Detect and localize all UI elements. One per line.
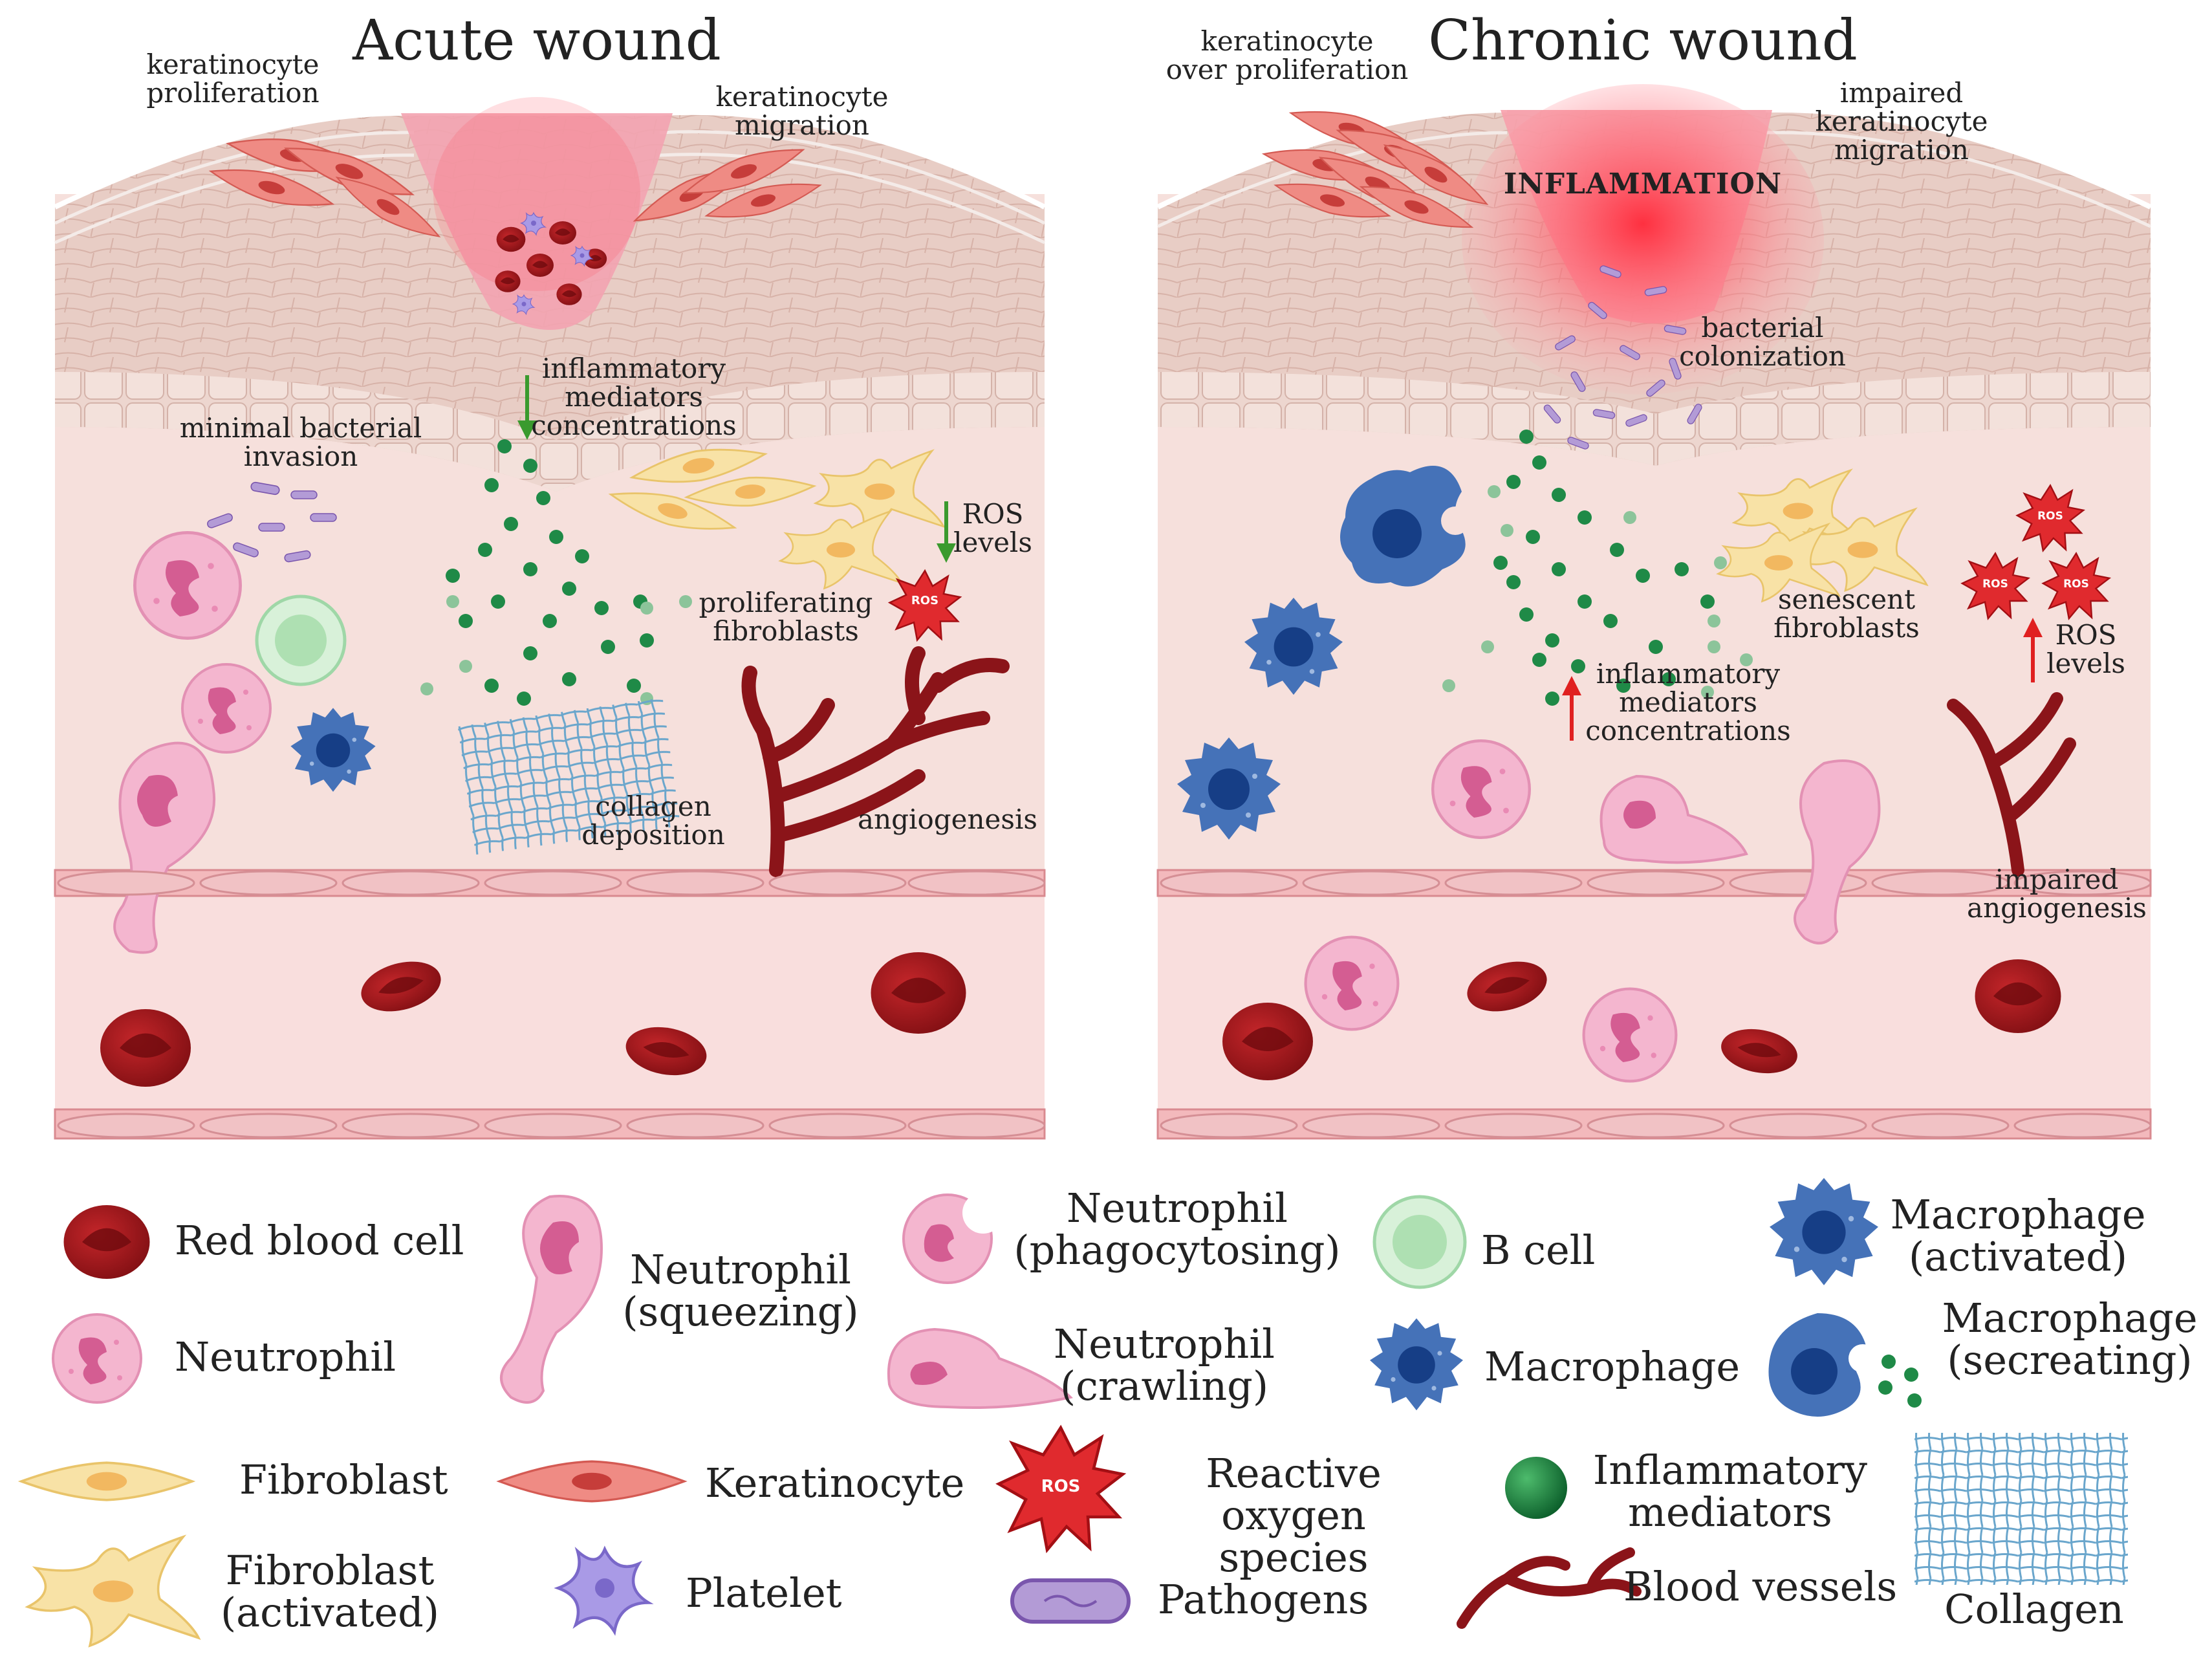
legend-label-pathogens: Pathogens xyxy=(1158,1576,1369,1623)
legend-platelet-icon xyxy=(558,1549,649,1632)
acute-collagen xyxy=(457,697,681,855)
chronic-ros-badge-3: ROS xyxy=(2063,578,2089,591)
chronic-label-inflammation: INFLAMMATION xyxy=(1503,168,1783,201)
acute-basal-layer xyxy=(55,372,1045,492)
legend-blood-vessel-icon xyxy=(1457,1547,1642,1629)
legend-pathogen-icon xyxy=(1010,1578,1131,1624)
chronic-label-impaired-keratinocyte-migration: impaired keratinocyte migration xyxy=(1815,77,1988,166)
chronic-label-senescent-fibroblasts: senescent fibroblasts xyxy=(1773,583,1920,644)
legend-fibroblast-activated-icon xyxy=(27,1536,200,1647)
acute-ros-badge: ROS xyxy=(911,594,939,607)
legend-collagen-icon xyxy=(1914,1433,2128,1585)
chronic-title: Chronic wound xyxy=(1428,8,1858,73)
legend-ros-badge: ROS xyxy=(1041,1477,1081,1496)
chronic-label-inflammatory-mediators: inflammatory mediators concentrations xyxy=(1585,658,1791,747)
legend-neutrophil-squeezing-icon xyxy=(500,1195,603,1404)
legend-label-inflammatory-mediators: Inflammatory mediators xyxy=(1592,1446,1868,1536)
chronic-secreting-macrophage xyxy=(1340,466,1469,587)
acute-label-inflammatory-mediators: inflammatory mediators concentrations xyxy=(531,353,737,442)
legend-macrophage-secreating-icon xyxy=(1768,1313,1922,1417)
legend-label-fibroblast-activated: Fibroblast (activated) xyxy=(220,1547,440,1637)
legend-b-cell-icon xyxy=(1372,1195,1467,1289)
legend-label-neutrophil-crawling: Neutrophil (crawling) xyxy=(1053,1320,1275,1410)
legend-neutrophil-phagocytosing-icon xyxy=(902,1192,1004,1284)
legend-label-b-cell: B cell xyxy=(1481,1226,1596,1274)
legend-neutrophil-crawling-icon xyxy=(887,1327,1073,1409)
acute-label-minimal-bacterial-invasion: minimal bacterial invasion xyxy=(179,412,422,473)
legend-macrophage-icon xyxy=(1370,1318,1463,1411)
legend-fibroblast-icon xyxy=(20,1461,193,1501)
chronic-label-ros-levels: ROS levels xyxy=(2046,619,2125,680)
legend-label-red-blood-cell: Red blood cell xyxy=(175,1217,464,1264)
legend-label-macrophage-activated: Macrophage (activated) xyxy=(1890,1191,2146,1281)
legend-label-neutrophil-phagocytosing: Neutrophil (phagocytosing) xyxy=(1014,1184,1341,1274)
acute-title: Acute wound xyxy=(352,8,721,73)
chronic-basal-layer xyxy=(1158,372,2151,466)
chronic-ros-badge-2: ROS xyxy=(1982,578,2008,591)
acute-label-collagen-deposition: collagen deposition xyxy=(581,790,725,851)
acute-label-keratinocyte-proliferation: keratinocyte proliferation xyxy=(146,49,320,109)
legend-label-neutrophil-squeezing: Neutrophil (squeezing) xyxy=(622,1246,859,1336)
acute-label-proliferating-fibroblasts: proliferating fibroblasts xyxy=(699,587,873,648)
legend-rbc-icon xyxy=(63,1205,150,1279)
acute-panel xyxy=(54,97,1046,1140)
chronic-label-impaired-angiogenesis: impaired angiogenesis xyxy=(1967,864,2147,924)
acute-label-ros-levels: ROS levels xyxy=(953,498,1032,559)
chronic-ros-badge-1: ROS xyxy=(2037,510,2063,523)
legend-label-macrophage-secreating: Macrophage (secreating) xyxy=(1942,1294,2198,1384)
legend-label-keratinocyte: Keratinocyte xyxy=(705,1459,965,1507)
chronic-label-keratinocyte-over-proliferation: keratinocyte over proliferation xyxy=(1166,25,1409,86)
legend-neutrophil-icon xyxy=(52,1313,142,1404)
acute-mediators xyxy=(446,439,654,706)
inflammation-glow xyxy=(1462,84,1824,395)
legend-macrophage-activated-icon xyxy=(1770,1178,1878,1285)
legend-icons xyxy=(20,1178,2128,1647)
legend-label-platelet: Platelet xyxy=(686,1569,842,1617)
acute-label-angiogenesis: angiogenesis xyxy=(858,803,1037,835)
acute-label-keratinocyte-migration: keratinocyte migration xyxy=(715,81,889,142)
legend-mediator-icon xyxy=(1505,1457,1567,1519)
acute-angiogenesis-vessel xyxy=(741,646,1010,877)
legend-label-neutrophil: Neutrophil xyxy=(175,1333,396,1380)
legend-label-collagen: Collagen xyxy=(1944,1585,2124,1633)
legend-keratinocyte-icon xyxy=(498,1460,686,1503)
legend-label-macrophage: Macrophage xyxy=(1484,1343,1740,1390)
legend-label-blood-vessels: Blood vessels xyxy=(1623,1563,1898,1610)
legend-label-fibroblast: Fibroblast xyxy=(239,1456,448,1503)
chronic-label-bacterial-colonization: bacterial colonization xyxy=(1679,312,1846,373)
legend-label-reactive-oxygen-species: Reactive oxygen species xyxy=(1206,1450,1382,1582)
chronic-panel xyxy=(1156,84,2152,1140)
